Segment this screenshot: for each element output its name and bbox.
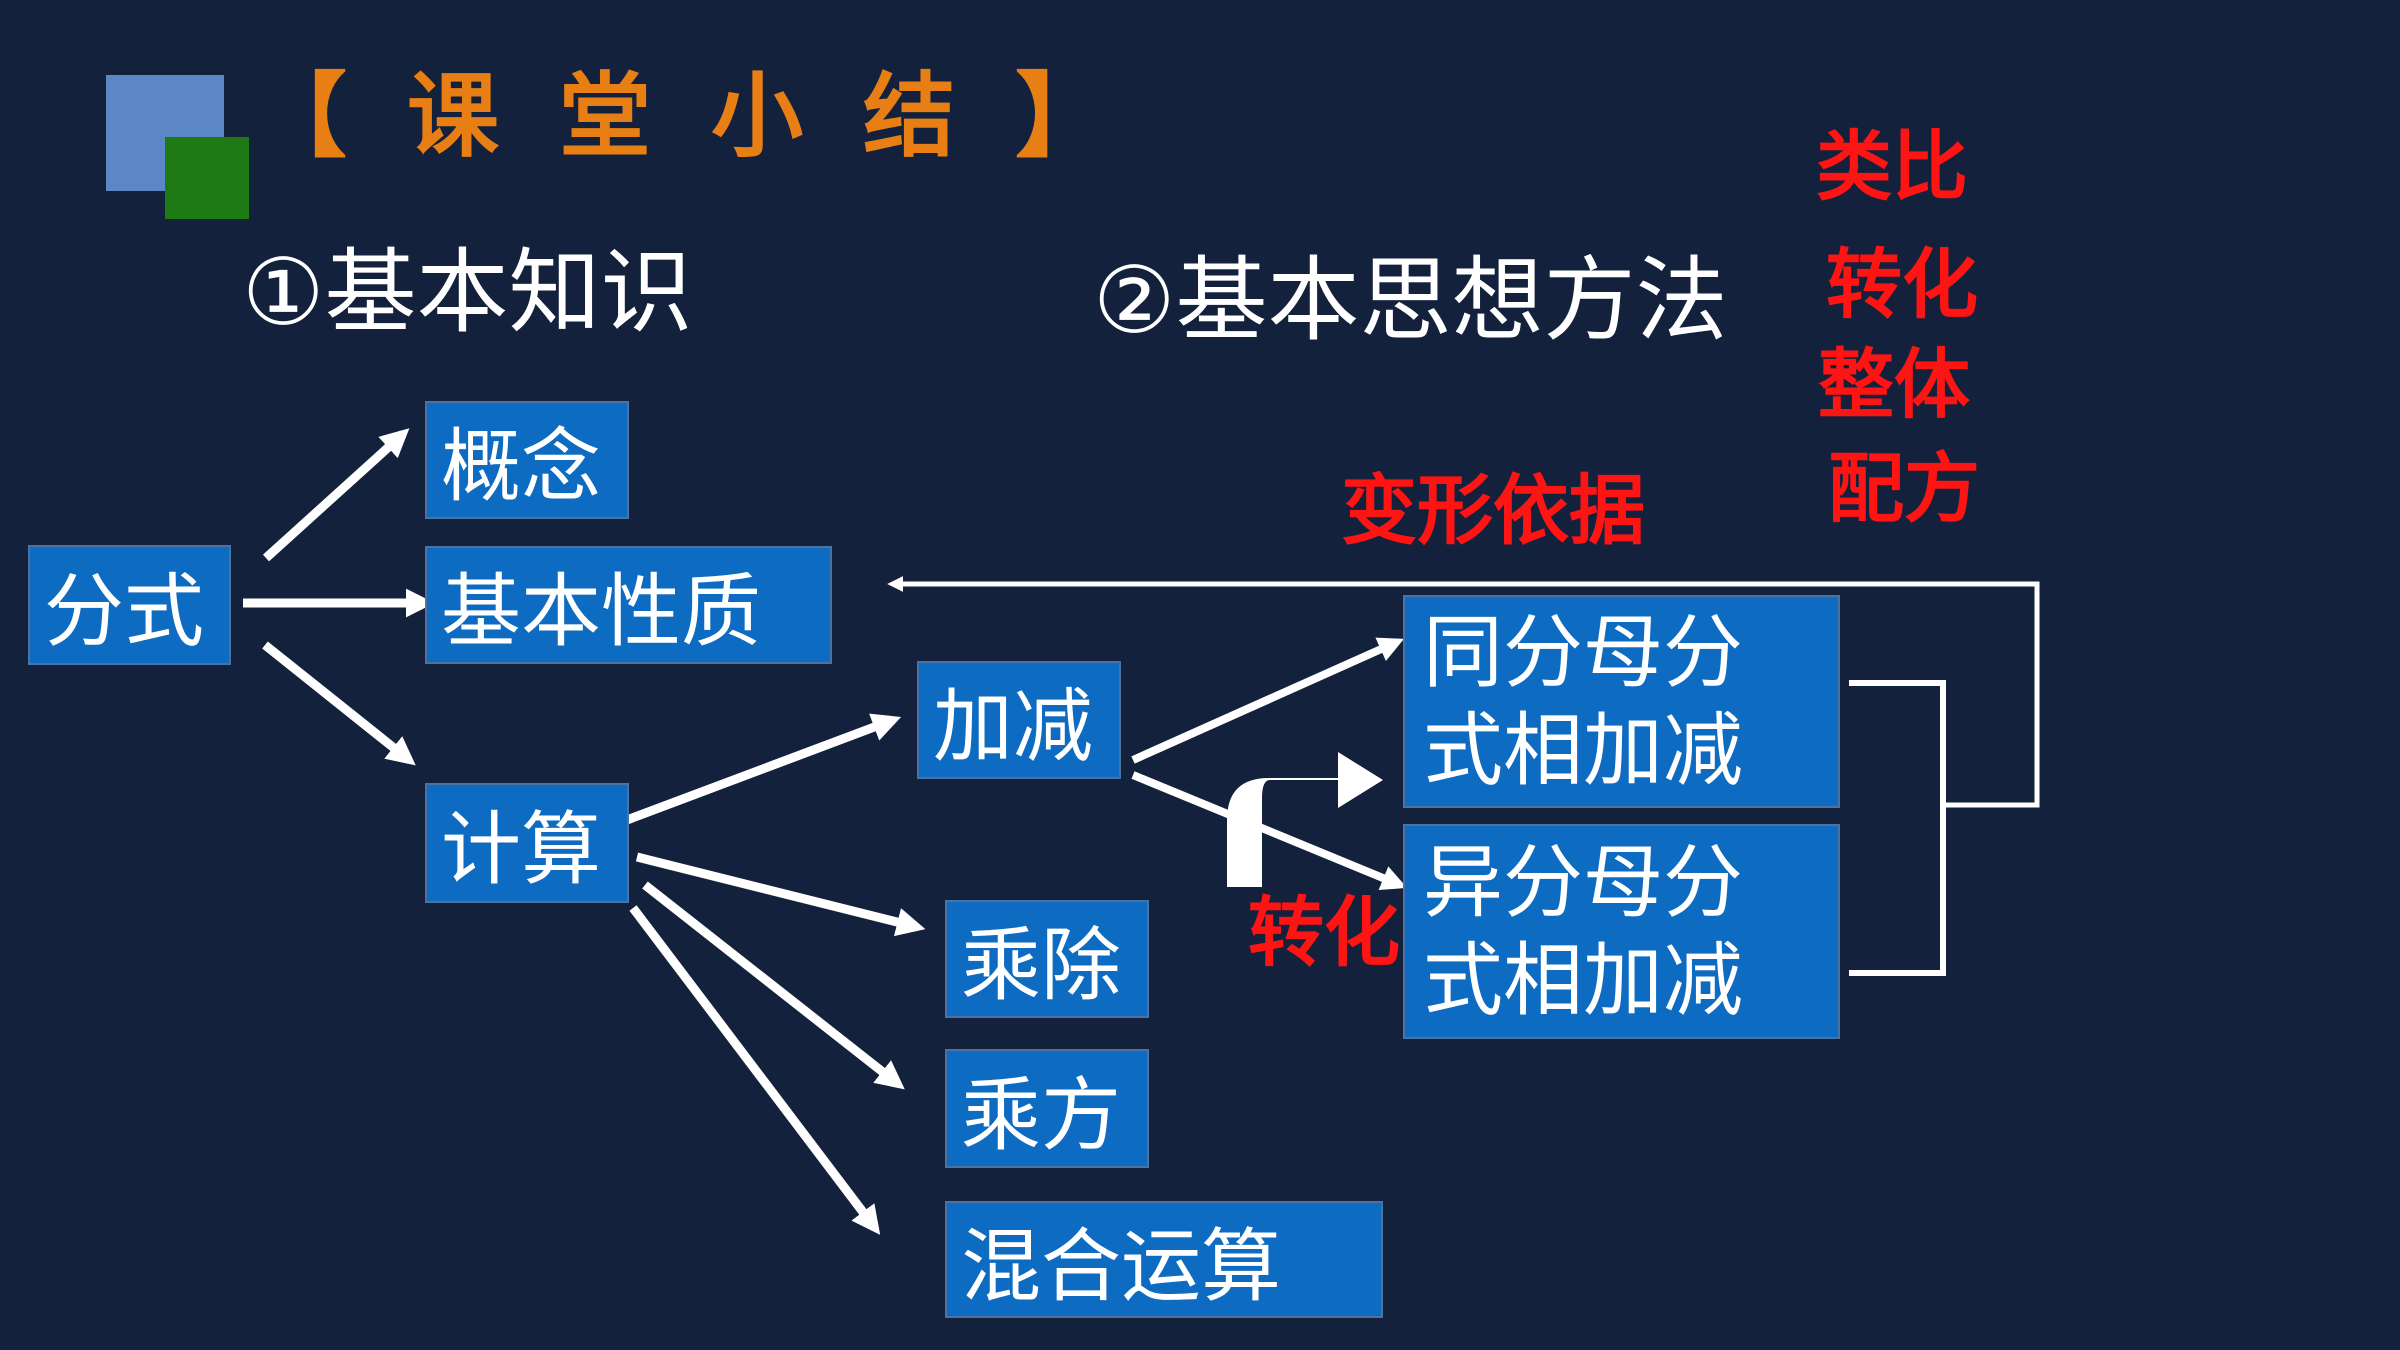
feedback-line-to-xingzhi	[887, 575, 2040, 808]
turn-arrow-icon	[1227, 752, 1383, 887]
arrow-jisuan-to-chengfang	[642, 881, 905, 1090]
node-hunhe-yunsuan: 混合运算	[945, 1201, 1383, 1318]
arrow-fenshi-to-gainian	[262, 428, 410, 562]
node-chengchu: 乘除	[945, 900, 1149, 1018]
node-chengfang: 乘方	[945, 1049, 1149, 1168]
arrow-jisuan-to-chengchu	[635, 852, 926, 937]
method-peifang: 配方	[1828, 444, 1980, 533]
node-jiben-xingzhi: 基本性质	[425, 546, 832, 664]
label-zhuanhua: 转化	[1248, 888, 1400, 977]
node-tong-fenmu-line2: 式相加减	[1423, 703, 1743, 797]
node-tong-fenmu: 同分母分 式相加减	[1403, 595, 1840, 808]
label-bianxing-yiju: 变形依据	[1341, 466, 1645, 555]
node-yi-fenmu-line2: 式相加减	[1423, 933, 1743, 1027]
node-yi-fenmu: 异分母分 式相加减	[1403, 824, 1840, 1039]
node-fenshi: 分式	[28, 545, 231, 665]
node-yi-fenmu-line1: 异分母分	[1423, 835, 1743, 929]
heading-basic-knowledge: ①基本知识	[242, 239, 693, 346]
node-jiajian: 加减	[917, 661, 1121, 779]
method-leibi: 类比	[1816, 122, 1968, 211]
arrow-jiajian-to-yi	[1131, 771, 1408, 891]
logo-green-square	[165, 137, 249, 219]
heading-basic-methods: ②基本思想方法	[1093, 247, 1728, 354]
method-zhengti: 整体	[1818, 340, 1970, 429]
bracket-two-additions	[1849, 680, 1946, 976]
slide-title: 【 课 堂 小 结 】	[255, 63, 1122, 170]
node-tong-fenmu-line1: 同分母分	[1423, 605, 1743, 699]
method-zhuanhua: 转化	[1826, 240, 1978, 329]
arrow-jisuan-to-hunhe	[629, 905, 881, 1235]
arrow-jisuan-to-jiajian	[625, 713, 902, 825]
node-jisuan: 计算	[425, 783, 629, 903]
arrow-jiajian-to-tong	[1131, 637, 1405, 764]
arrow-fenshi-to-jisuan	[262, 641, 416, 766]
node-gainian: 概念	[425, 401, 629, 519]
